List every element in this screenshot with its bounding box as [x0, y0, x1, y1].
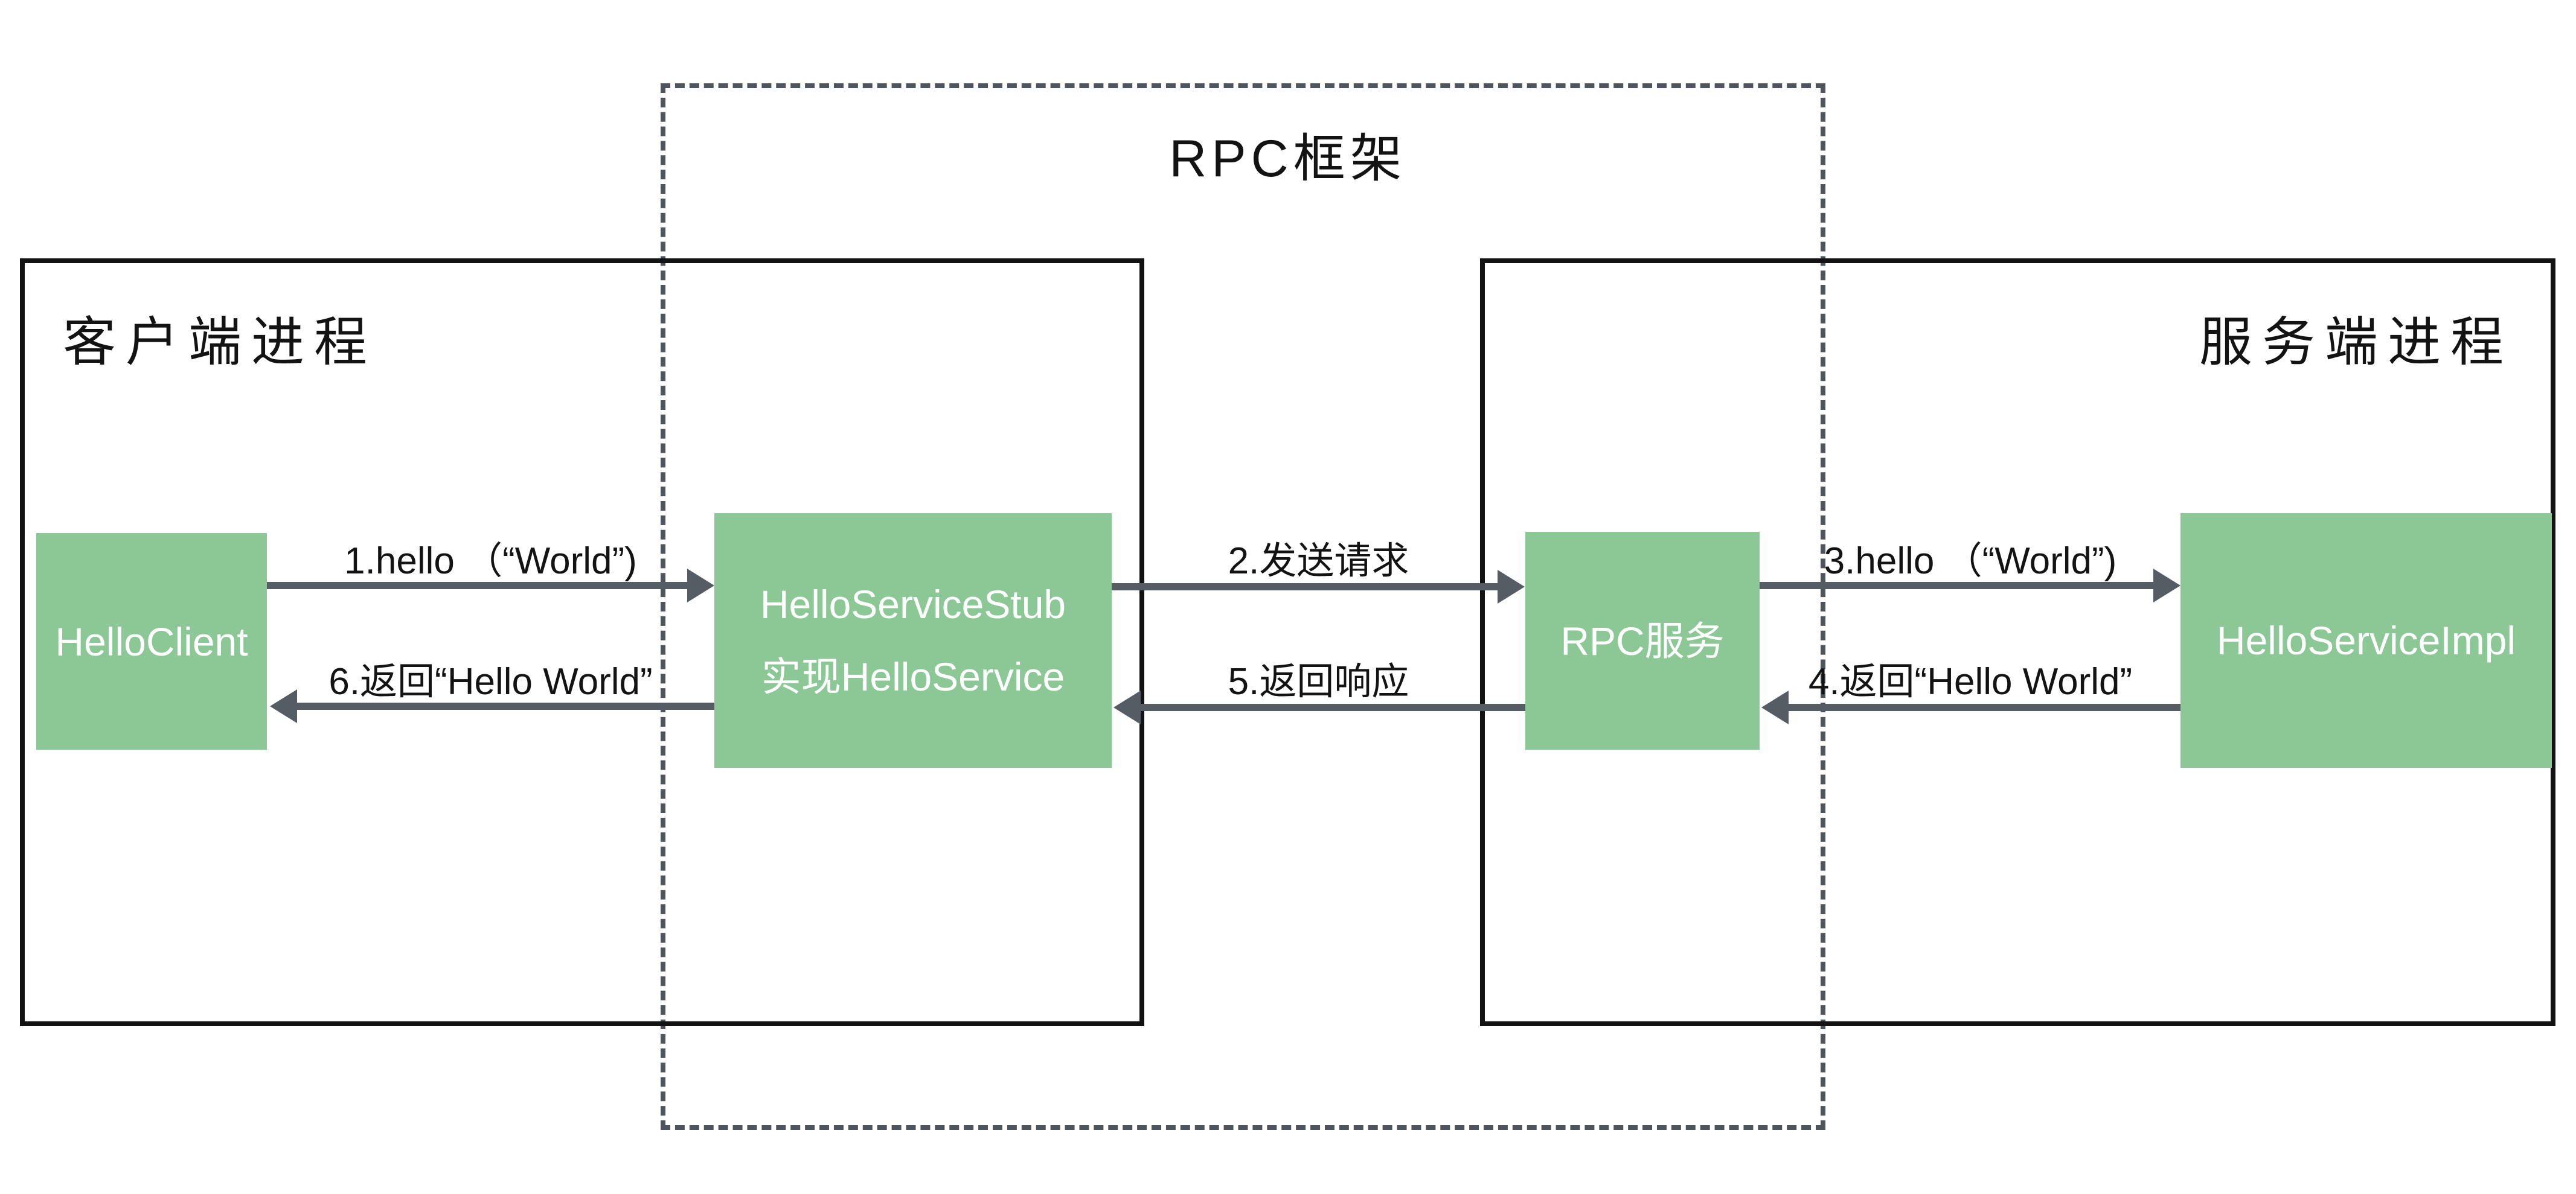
- client-process-label: 客户端进程: [63, 312, 377, 372]
- node-hello-client-label: HelloClient: [55, 619, 248, 664]
- arrow-3-label: 3.hello （“World”): [1824, 540, 2117, 582]
- node-hello-service-stub-line2: 实现HelloService: [761, 654, 1065, 699]
- arrow-4-label: 4.返回“Hello World”: [1808, 661, 2133, 703]
- node-hello-client: HelloClient: [36, 533, 267, 750]
- arrow-5-label: 5.返回响应: [1228, 661, 1409, 703]
- node-hello-service-impl: HelloServiceImpl: [2180, 513, 2552, 768]
- node-hello-service-stub-line1: HelloServiceStub: [760, 582, 1066, 627]
- node-hello-service-impl-label: HelloServiceImpl: [2216, 618, 2516, 663]
- node-hello-service-stub: HelloServiceStub 实现HelloService: [714, 513, 1112, 768]
- server-process-label: 服务端进程: [2199, 312, 2513, 372]
- node-rpc-service-label: RPC服务: [1560, 618, 1725, 663]
- rpc-framework-boundary-box: [661, 83, 1825, 1130]
- node-rpc-service: RPC服务: [1525, 532, 1760, 750]
- server-process-box: [1480, 258, 2555, 1026]
- client-process-box: [20, 258, 1144, 1026]
- arrow-2-label: 2.发送请求: [1228, 540, 1409, 582]
- arrow-6-label: 6.返回“Hello World”: [328, 661, 653, 703]
- arrow-1-label: 1.hello （“World”): [344, 540, 637, 582]
- rpc-framework-title: RPC框架: [1169, 130, 1407, 188]
